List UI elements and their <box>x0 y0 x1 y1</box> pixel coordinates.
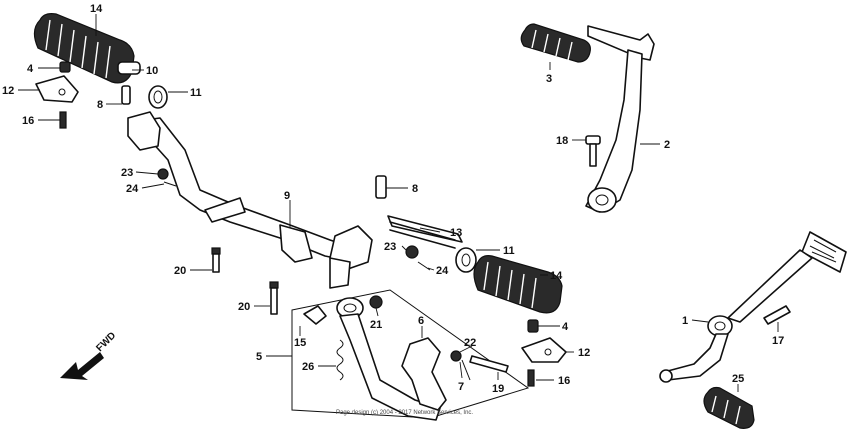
bracket-12-left <box>35 75 79 103</box>
bolt-21 <box>369 295 383 309</box>
callout-13: 13 <box>450 227 462 239</box>
pin-22 <box>450 350 462 362</box>
fwd-label: FWD <box>94 330 118 354</box>
collar-4-left <box>59 61 71 73</box>
callout-14-right: 14 <box>550 270 563 282</box>
callout-2: 2 <box>664 139 670 151</box>
callout-11-right: 11 <box>503 245 515 257</box>
callout-17: 17 <box>772 335 784 347</box>
cotter-pin-7 <box>461 359 471 381</box>
pin-8-left <box>121 85 131 105</box>
callout-15: 15 <box>294 337 306 349</box>
callout-3: 3 <box>546 73 552 85</box>
cotter-pin-24-right <box>417 261 431 271</box>
cotter-pin-24-left <box>163 181 177 187</box>
bolt-16-left <box>59 111 67 129</box>
callout-12-left: 12 <box>2 85 14 97</box>
gear-change-pedal <box>659 231 847 383</box>
callout-18: 18 <box>556 135 568 147</box>
brake-group-outline <box>291 289 530 419</box>
callout-24-left: 24 <box>126 183 139 195</box>
callout-9: 9 <box>284 190 290 202</box>
callout-8-right: 8 <box>412 183 418 195</box>
leader-lines <box>18 14 779 392</box>
nut-23-left <box>157 168 169 180</box>
brake-pedal-arm <box>336 297 441 421</box>
callout-numbers: 14 4 10 12 8 11 16 23 24 9 3 2 18 8 13 2… <box>2 3 784 395</box>
callout-21: 21 <box>370 319 382 331</box>
callout-4-left: 4 <box>27 63 34 75</box>
copyright-notice: Page design (c) 2004 - 2017 Network Serv… <box>336 410 473 416</box>
kick-starter <box>520 23 655 213</box>
callout-20-upper: 20 <box>174 265 186 277</box>
callout-26: 26 <box>302 361 314 373</box>
callout-4-right: 4 <box>562 321 569 333</box>
pedal-bracket-6 <box>401 337 447 411</box>
bolt-16-right <box>527 369 535 387</box>
washer-11-left <box>148 85 168 109</box>
washer-11-right <box>455 247 477 273</box>
callout-25: 25 <box>732 373 744 385</box>
callout-22: 22 <box>464 337 476 349</box>
callout-12-right: 12 <box>578 347 590 359</box>
pin-8-right <box>375 175 387 199</box>
spring-hook-15 <box>303 305 327 325</box>
callout-19: 19 <box>492 383 504 395</box>
nut-23-right <box>405 245 419 259</box>
callout-23-left: 23 <box>121 167 133 179</box>
footpeg-bar <box>127 111 373 289</box>
callout-24-right: 24 <box>436 265 449 277</box>
forward-arrow <box>60 352 104 380</box>
footpeg-rubber-right <box>473 255 563 314</box>
callout-14-left: 14 <box>90 3 103 15</box>
bolt-17 <box>763 305 791 325</box>
callout-7: 7 <box>458 381 464 393</box>
bolt-20-upper <box>211 247 221 273</box>
rear-footpeg-rubber-left <box>33 13 141 84</box>
callout-16-right: 16 <box>558 375 570 387</box>
callout-11-left: 11 <box>190 87 202 99</box>
callout-10: 10 <box>146 65 158 77</box>
spring-26 <box>336 339 344 381</box>
bolt-20-lower <box>269 281 279 315</box>
bolt-19 <box>469 355 509 373</box>
bracket-12-right <box>521 337 567 363</box>
callout-8-left: 8 <box>97 99 103 111</box>
callout-23-right: 23 <box>384 241 396 253</box>
callout-6: 6 <box>418 315 424 327</box>
callout-16-left: 16 <box>22 115 34 127</box>
callout-1: 1 <box>682 315 688 327</box>
callout-5: 5 <box>256 351 262 363</box>
gear-pedal-rubber-25 <box>703 386 755 429</box>
collar-4-right <box>527 319 539 333</box>
callout-20-lower: 20 <box>238 301 250 313</box>
